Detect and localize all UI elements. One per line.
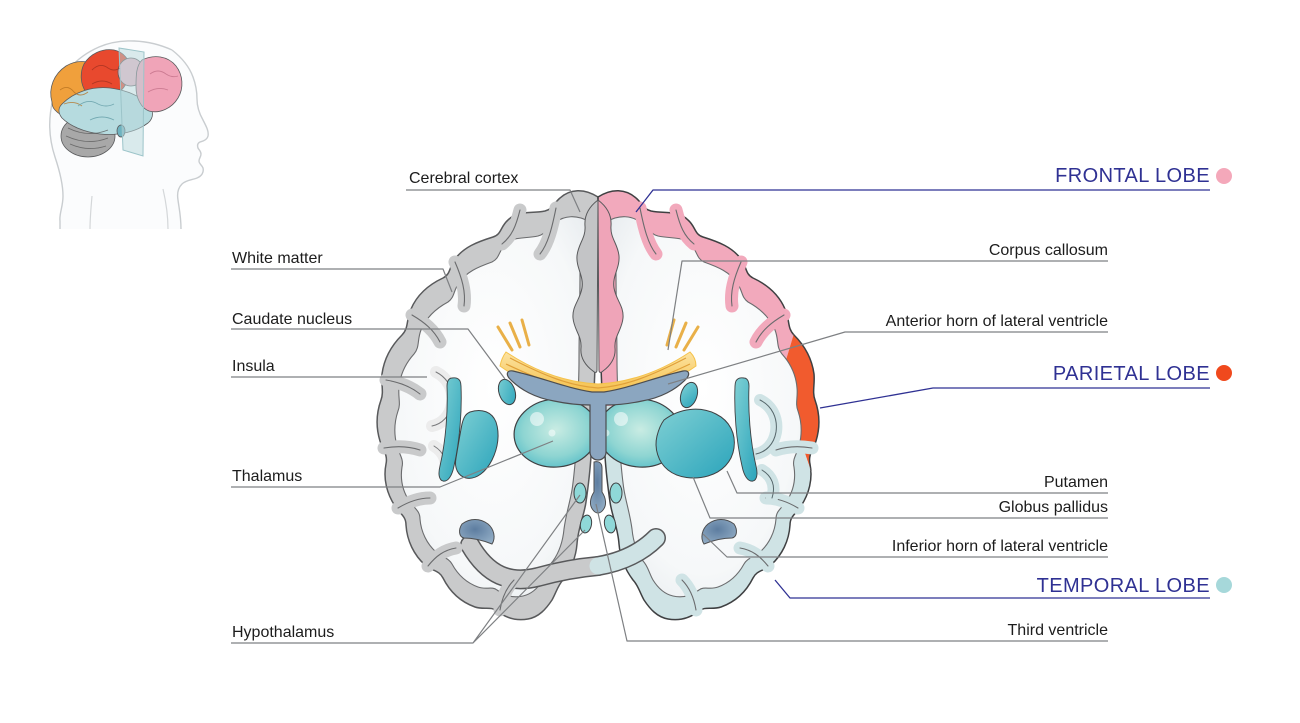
leader-temporal-lobe: [774, 579, 1210, 599]
lateral-ventricles: [506, 370, 690, 461]
label-frontal-lobe: FRONTAL LOBE: [1055, 165, 1210, 187]
neck-line-front: [162, 188, 169, 230]
label-temporal-lobe: TEMPORAL LOBE: [1036, 575, 1210, 597]
leader-putamen: [726, 470, 1108, 494]
label-cerebral-cortex: Cerebral cortex: [409, 170, 519, 187]
head-outline-back: [49, 40, 173, 229]
external-capsule-left: [438, 377, 462, 482]
external-capsule-right: [734, 377, 758, 482]
label-globus-pallidus: Globus pallidus: [998, 499, 1108, 516]
caudate-nucleus-right: [679, 381, 699, 409]
head-profile-inset: [49, 40, 209, 230]
neck-line-back: [89, 195, 93, 230]
label-corpus-callosum: Corpus callosum: [988, 242, 1108, 259]
fiber-rays: [496, 318, 700, 352]
leader-globus-pallidus: [692, 476, 1108, 519]
lentiform-right: [655, 408, 735, 479]
label-caudate-nucleus: Caudate nucleus: [232, 311, 353, 328]
leader-parietal-lobe: [819, 387, 1210, 409]
right-insula-folds: [750, 394, 783, 504]
leader-frontal-lobe: [635, 189, 1210, 213]
inferior-horn-left: [459, 519, 495, 545]
inset-brain: [50, 49, 183, 158]
frontal-lobe-dot: [1216, 168, 1232, 184]
label-putamen: Putamen: [1043, 474, 1108, 491]
leader-anterior-horn: [667, 331, 1108, 385]
caudate-nucleus-left: [497, 378, 517, 406]
leader-hypothalamus: [231, 494, 586, 644]
label-parietal-lobe: PARIETAL LOBE: [1052, 363, 1210, 385]
leader-white-matter: [231, 268, 453, 293]
leader-lines: [231, 189, 1108, 644]
coronal-plane: [118, 47, 145, 157]
leader-caudate-nucleus: [231, 328, 506, 380]
leader-thalamus: [231, 440, 554, 488]
label-thalamus: Thalamus: [232, 468, 303, 485]
lobe-leader-lines: [635, 189, 1210, 599]
gyri-lines: [59, 65, 179, 149]
leader-cerebral-cortex: [406, 189, 581, 213]
head-outline-face: [171, 49, 209, 230]
label-third-ventricle: Third ventricle: [1007, 622, 1108, 639]
label-hypothalamus: Hypothalamus: [232, 624, 335, 641]
lentiform-left: [455, 409, 499, 479]
label-inferior-horn: Inferior horn of lateral ventricle: [891, 538, 1108, 555]
label-white-matter: White matter: [232, 250, 323, 267]
label-anterior-horn: Anterior horn of lateral ventricle: [885, 313, 1108, 330]
temporal-lobe-dot: [1216, 577, 1232, 593]
medial-wall-left: [572, 198, 599, 373]
third-ventricle-shape: [590, 461, 606, 514]
label-insula: Insula: [232, 358, 275, 375]
parietal-lobe-dot: [1216, 365, 1232, 381]
coronal-section: [376, 189, 820, 621]
hypothalamus-nuclei: [573, 482, 623, 534]
leader-corpus-callosum: [667, 260, 1108, 351]
leader-inferior-horn: [702, 533, 1108, 558]
inferior-horn-right: [701, 519, 737, 545]
left-sulci: [377, 201, 563, 617]
leader-third-ventricle: [595, 503, 1108, 642]
medial-wall-right: [597, 198, 624, 373]
